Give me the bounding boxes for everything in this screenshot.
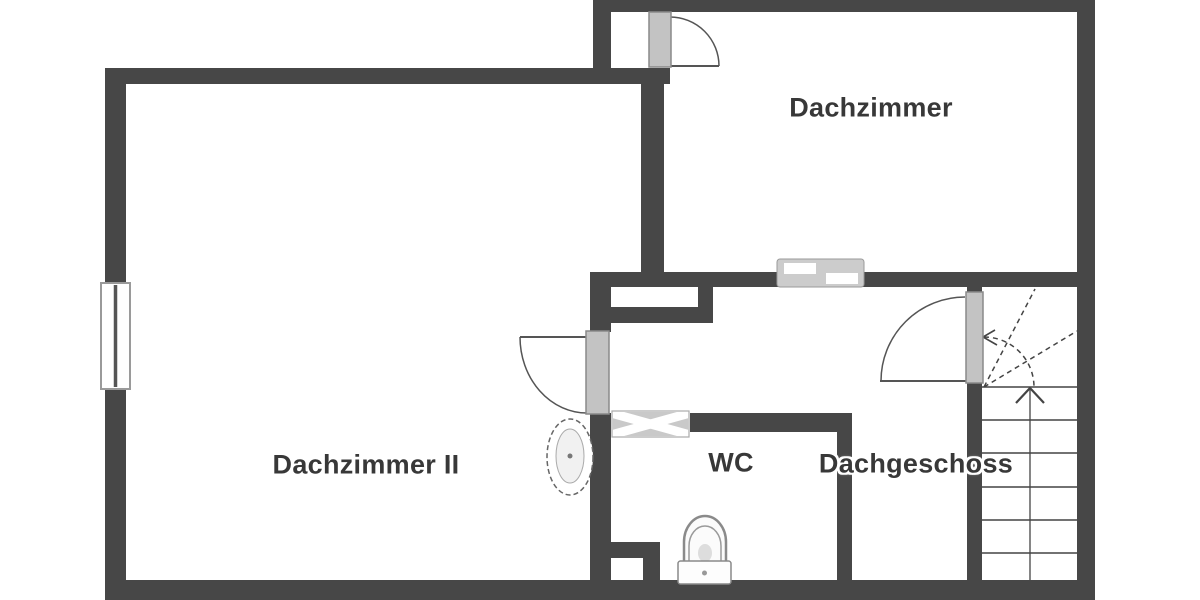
wall-top-outer bbox=[593, 0, 1095, 12]
wall-leftroom-right-lower bbox=[590, 413, 611, 600]
door-panel bbox=[965, 291, 984, 384]
room-label-wc: WC bbox=[708, 447, 754, 478]
wall-top-connector bbox=[593, 12, 611, 68]
window bbox=[100, 282, 131, 390]
toilet-icon bbox=[677, 514, 732, 585]
wall-leftroom-right-upper bbox=[590, 272, 611, 332]
wall-right-outer bbox=[1077, 0, 1095, 600]
wall-wc-right bbox=[837, 413, 852, 580]
room-label-dachgeschoss: Dachgeschoss bbox=[818, 448, 1014, 479]
door-panel bbox=[648, 11, 672, 68]
wall-divider-dachzimmer bbox=[641, 84, 664, 272]
wall-wc-jog-v bbox=[643, 558, 660, 584]
door-dachzimmer bbox=[648, 11, 720, 68]
ceiling-lamp-icon bbox=[546, 418, 594, 496]
wall-top-left bbox=[105, 68, 670, 84]
walls bbox=[105, 0, 1095, 600]
wall-wc-jog-h bbox=[590, 542, 660, 558]
stair-up-arrow bbox=[1015, 386, 1045, 404]
wall-niche-bottom bbox=[611, 307, 713, 323]
winder-staircase bbox=[981, 288, 1078, 580]
door-staircase bbox=[880, 291, 984, 384]
room-label-dachzimmer-2: Dachzimmer II bbox=[272, 449, 460, 480]
stair-winder-lines bbox=[983, 288, 1078, 388]
door-panel bbox=[585, 330, 610, 415]
room-label-dachzimmer: Dachzimmer bbox=[789, 92, 953, 123]
door-dachzimmer-2 bbox=[519, 330, 610, 415]
wall-niche-right bbox=[698, 287, 713, 307]
sliding-door bbox=[776, 258, 865, 288]
cross-window bbox=[611, 410, 690, 438]
